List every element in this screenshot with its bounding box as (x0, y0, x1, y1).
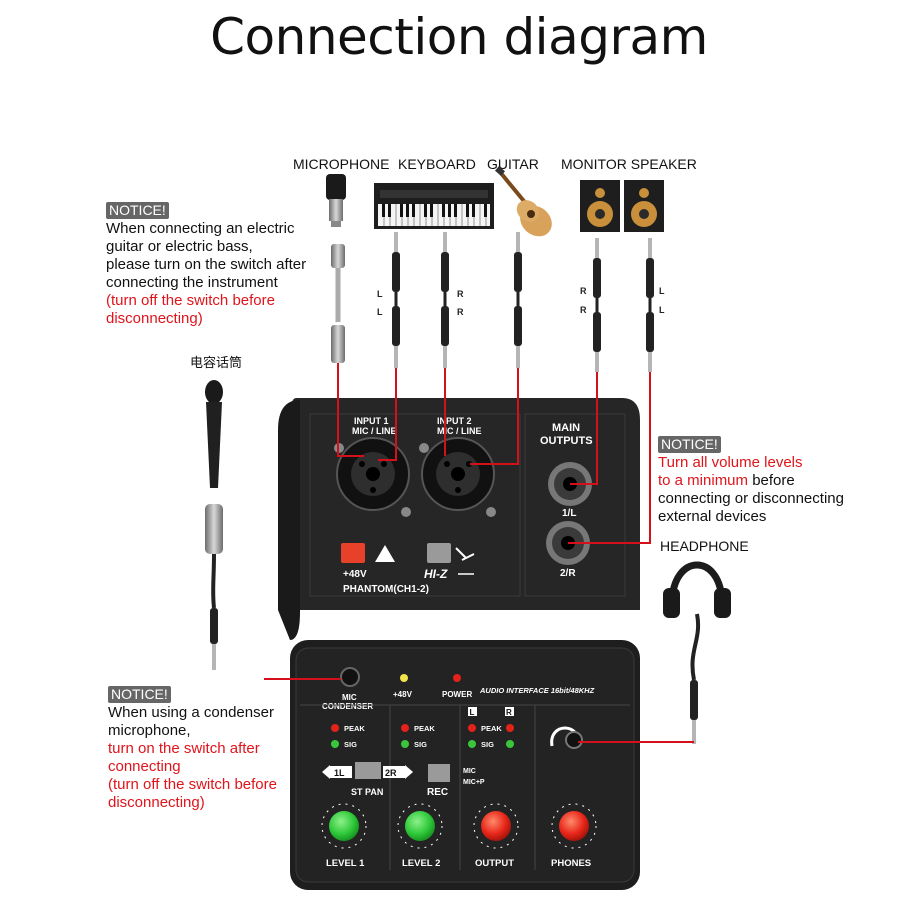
level1-label: LEVEL 1 (326, 858, 365, 869)
output-label: OUTPUT (475, 858, 514, 869)
monitor-right-cable-icon (646, 238, 654, 372)
peak3-label: PEAK (481, 724, 502, 733)
guitar-icon (495, 166, 558, 243)
peak1-label: PEAK (344, 724, 365, 733)
notice-condenser: NOTICE! When using a condenser microphon… (108, 686, 277, 812)
cable-label-l: L (377, 289, 383, 299)
main-outputs-label-2: OUTPUTS (540, 435, 593, 447)
led-48v (400, 674, 408, 682)
hiz-label: HI-Z (424, 567, 448, 581)
monitor-left-cable-icon (593, 238, 601, 372)
notice-warning-text: to a minimum (658, 472, 748, 489)
notice-text: connecting the instrument (106, 274, 306, 292)
rec-micp-label: MIC+P (463, 779, 485, 786)
monitor-speaker-icon (580, 180, 664, 232)
notice-guitar: NOTICE! When connecting an electric guit… (106, 202, 306, 328)
cable-label-r: R (580, 286, 587, 296)
notice-badge: NOTICE! (658, 436, 721, 453)
cable-label-l: L (659, 305, 665, 315)
interface-body-side (278, 400, 300, 640)
notice-text: external devices (658, 508, 844, 526)
handheld-microphone-icon (205, 380, 223, 488)
notice-volume: NOTICE! Turn all volume levels to a mini… (658, 436, 844, 526)
xlr-cable-icon (331, 244, 345, 363)
keyboard-left-cable-icon (392, 232, 400, 368)
rec-label: REC (427, 787, 448, 798)
pan-2r-label: 2R (385, 768, 397, 778)
cable-label-l: L (659, 286, 665, 296)
phantom-label: PHANTOM(CH1-2) (343, 584, 429, 595)
input2-label: INPUT 2 (437, 416, 472, 426)
output-2r-label: 2/R (560, 568, 576, 579)
notice-badge: NOTICE! (108, 686, 171, 703)
cable-label-l: L (377, 307, 383, 317)
notice-warning-text: Turn all volume levels (658, 454, 844, 472)
level2-label: LEVEL 2 (402, 858, 440, 869)
notice-badge: NOTICE! (106, 202, 169, 219)
sig2-label: SIG (414, 740, 427, 749)
mic-condenser-label: MIC (342, 693, 357, 702)
notice-text: When connecting an electric (106, 220, 306, 238)
mic-condenser-label-2: CONDENSER (322, 702, 373, 711)
cable-label-r: R (457, 307, 464, 317)
notice-text: before (748, 472, 795, 489)
meter-r-label: R (506, 708, 512, 717)
xlr-female-cable-icon (205, 504, 223, 670)
main-outputs-label: MAIN (552, 422, 580, 434)
rec-mic-label: MIC (463, 768, 476, 775)
phantom-48v-button (341, 543, 365, 563)
pan-1l-label: 1L (334, 768, 345, 778)
notice-warning-text: disconnecting) (108, 794, 277, 812)
notice-warning-text: (turn off the switch before (106, 292, 306, 310)
keyboard-icon (374, 183, 494, 229)
notice-warning-text: (turn off the switch before (108, 776, 277, 794)
output-1l-label: 1/L (562, 508, 576, 519)
notice-text: When using a condenser (108, 704, 277, 722)
interface-model-label: AUDIO INTERFACE 16bit/48KHZ (479, 686, 595, 695)
led-power-label: POWER (442, 690, 472, 699)
input1-sub-label: MIC / LINE (352, 426, 397, 436)
input2-sub-label: MIC / LINE (437, 426, 482, 436)
led-48v-label: +48V (393, 690, 413, 699)
phantom-48v-label: +48V (343, 569, 367, 580)
notice-warning-text: disconnecting) (106, 310, 306, 328)
sig3-label: SIG (481, 740, 494, 749)
st-pan-label: ST PAN (351, 787, 383, 797)
keyboard-right-cable-icon (441, 232, 449, 368)
meter-l-label: L (470, 708, 475, 717)
sig1-label: SIG (344, 740, 357, 749)
led-power (453, 674, 461, 682)
input1-label: INPUT 1 (354, 416, 389, 426)
guitar-cable-icon (514, 232, 522, 368)
notice-text: connecting or disconnecting (658, 490, 844, 508)
notice-text: guitar or electric bass, (106, 238, 306, 256)
studio-microphone-icon (326, 174, 346, 227)
st-pan-switch (355, 762, 381, 779)
headphone-icon (663, 565, 731, 744)
notice-text: please turn on the switch after (106, 256, 306, 274)
phones-jack (566, 732, 582, 748)
phones-label: PHONES (551, 858, 591, 869)
hiz-button (427, 543, 451, 563)
notice-text: microphone, (108, 722, 277, 740)
notice-warning-text: connecting (108, 758, 277, 776)
cable-label-r: R (580, 305, 587, 315)
mic-condenser-jack (341, 668, 359, 686)
peak2-label: PEAK (414, 724, 435, 733)
cable-label-r: R (457, 289, 464, 299)
notice-warning-text: turn on the switch after (108, 740, 277, 758)
rec-switch (428, 764, 450, 782)
